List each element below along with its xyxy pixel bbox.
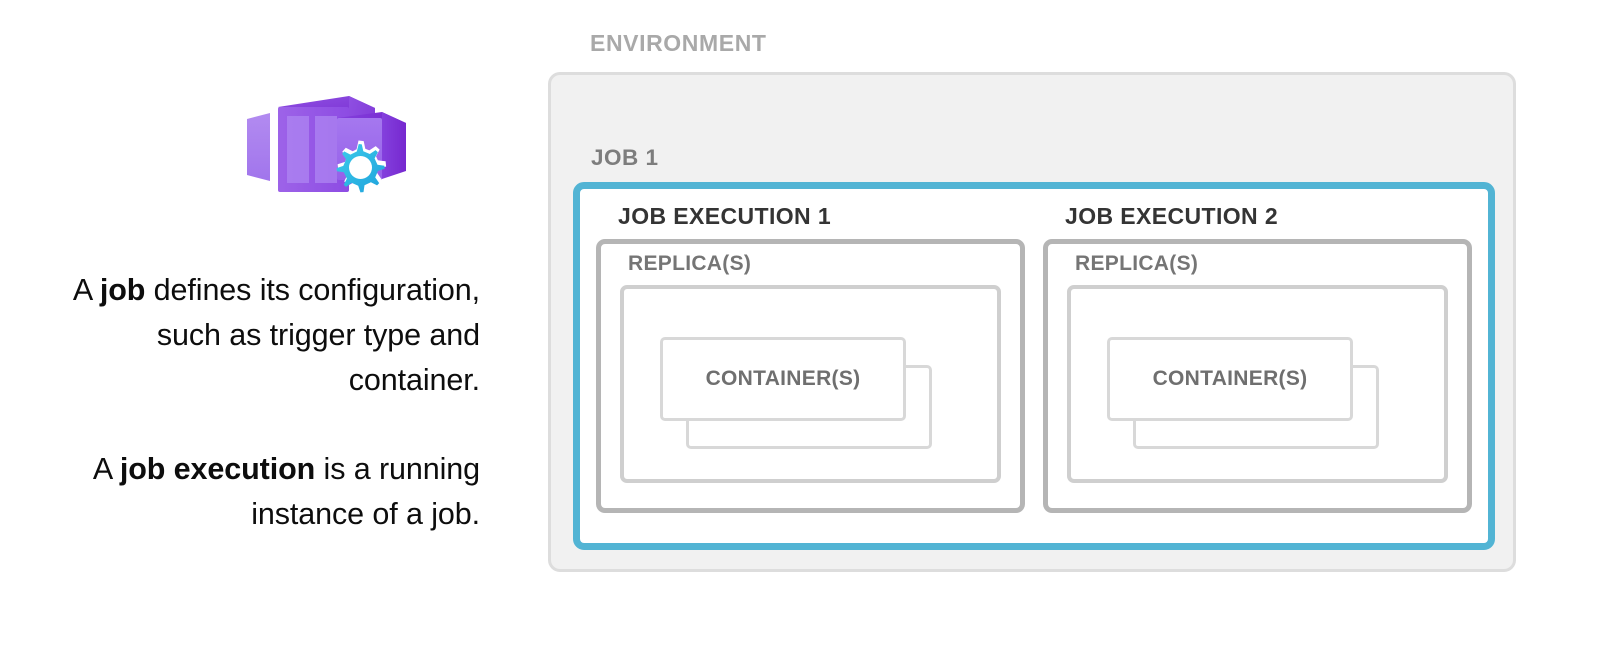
job-execution-1-box: REPLICA(S) CONTAINER(S) (596, 239, 1025, 513)
icon-gear (336, 140, 387, 193)
job-execution-1-container-stack: CONTAINER(S) (624, 289, 997, 479)
job-execution-1-container-label: CONTAINER(S) (705, 367, 861, 390)
job-execution-1-replica-label: REPLICA(S) (628, 252, 752, 275)
desc-1-bold: job (99, 273, 146, 307)
job-execution-2-replica-box: CONTAINER(S) (1067, 285, 1448, 483)
icon-small-side (382, 112, 406, 179)
job-execution-1: JOB EXECUTION 1 REPLICA(S) CONTAINER(S) (596, 203, 1025, 527)
job-box: JOB EXECUTION 1 REPLICA(S) CONTAINER(S) (573, 182, 1495, 550)
job-execution-1-replica-box: CONTAINER(S) (620, 285, 1001, 483)
desc-2-bold: job execution (119, 452, 316, 486)
desc-2-pre: A (92, 452, 120, 486)
desc-1-post: defines its configuration, such as trigg… (145, 273, 480, 397)
job-execution-2-box: REPLICA(S) CONTAINER(S) (1043, 239, 1472, 513)
job-execution-2-container-box-front: CONTAINER(S) (1107, 337, 1353, 421)
icon-left-panel (247, 113, 270, 181)
environment-box: JOB 1 JOB EXECUTION 1 REPLICA(S) CONTAIN… (548, 72, 1516, 572)
job-execution-2-container-stack: CONTAINER(S) (1071, 289, 1444, 479)
description-paragraph-job-execution: A job execution is a running instance of… (30, 447, 480, 537)
job-execution-1-container-box-front: CONTAINER(S) (660, 337, 906, 421)
icon-gear-hub (349, 156, 372, 179)
icon-body-rib-2 (315, 116, 337, 183)
job-executions-row: JOB EXECUTION 1 REPLICA(S) CONTAINER(S) (580, 189, 1488, 543)
job-execution-2: JOB EXECUTION 2 REPLICA(S) CONTAINER(S) (1043, 203, 1472, 527)
job-execution-2-replica-label: REPLICA(S) (1075, 252, 1199, 275)
container-apps-jobs-icon (243, 86, 413, 198)
environment-diagram: ENVIRONMENT JOB 1 JOB EXECUTION 1 REPLIC… (548, 30, 1548, 590)
job-label: JOB 1 (591, 145, 659, 170)
description-text: A job defines its configuration, such as… (30, 268, 480, 537)
icon-body-rib-1 (287, 116, 309, 183)
job-execution-2-label: JOB EXECUTION 2 (1065, 203, 1279, 229)
description-paragraph-job: A job defines its configuration, such as… (30, 268, 480, 403)
left-description-panel: A job defines its configuration, such as… (0, 0, 520, 646)
job-execution-1-label: JOB EXECUTION 1 (618, 203, 832, 229)
environment-label: ENVIRONMENT (590, 30, 767, 56)
job-execution-2-container-label: CONTAINER(S) (1152, 367, 1308, 390)
desc-1-pre: A (72, 273, 100, 307)
desc-2-post: is a running instance of a job. (251, 452, 480, 531)
